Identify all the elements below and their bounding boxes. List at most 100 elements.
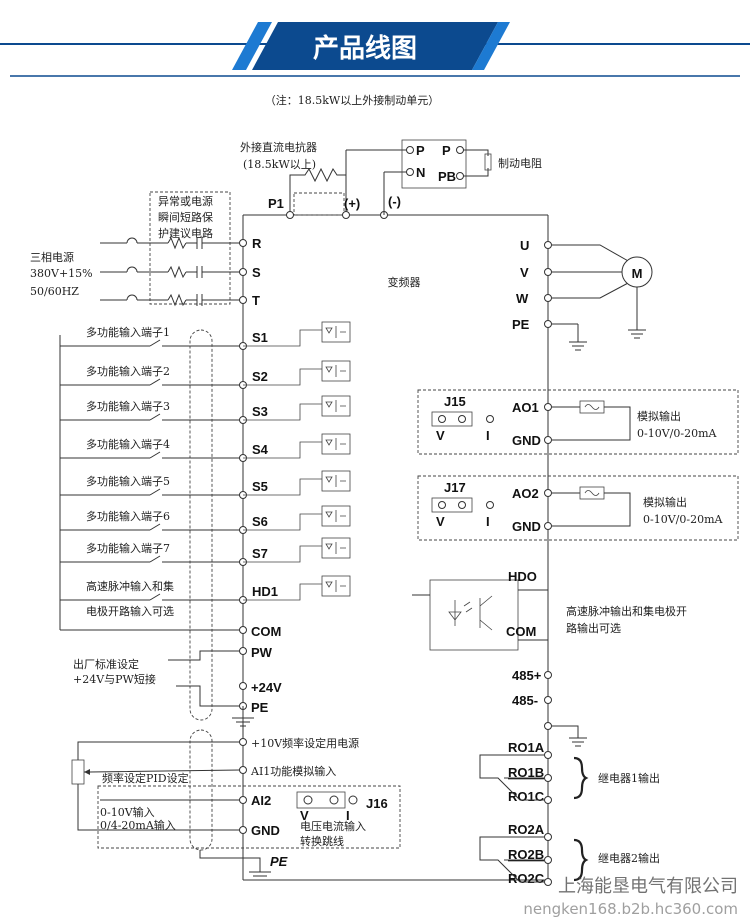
terminal-p1: P1 <box>268 196 284 211</box>
optocoupler-1 <box>321 321 351 343</box>
terminal-r: R <box>252 236 262 251</box>
watermark-url: nengken168.b2b.hc360.com <box>523 900 738 918</box>
input-row-7: 多功能输入端子7 S7 <box>60 537 351 566</box>
analog-output-1: J15 V I AO1 GND 模拟输出 0-10V/0-20mA <box>417 389 739 455</box>
relay-1: RO1A RO1B RO1C 继电器1输出 <box>479 740 660 804</box>
dc-reactor: 外接直流电抗器 (18.5kW以上) P1 (+) (-) <box>240 140 410 219</box>
brake-pb: PB <box>438 169 456 184</box>
input-switch-5 <box>60 488 240 496</box>
brake-n-left: N <box>416 165 425 180</box>
power-input: 三相电源 380V+15% 50/60HZ <box>30 236 262 308</box>
j16-desc-2: 转换跳线 <box>300 834 344 848</box>
optocoupler-7 <box>321 537 351 559</box>
reactor-label: 外接直流电抗器 <box>240 140 317 154</box>
terminal-pe-bottom: PE <box>270 854 288 869</box>
terminal-ro2c: RO2C <box>508 871 545 886</box>
power-label-3: 50/60HZ <box>30 285 79 298</box>
hdo-label-2: 路输出可选 <box>566 621 621 635</box>
terminal-w: W <box>516 291 529 306</box>
jumper-j16: J16 <box>366 796 388 811</box>
terminal-s7: S7 <box>252 546 268 561</box>
terminal-s2: S2 <box>252 369 268 384</box>
input-opto-wire-4 <box>243 441 322 459</box>
input-label-7: 多功能输入端子7 <box>86 541 170 555</box>
optocoupler-2 <box>321 360 351 382</box>
terminal-ro1c: RO1C <box>508 789 545 804</box>
input-opto-wire-2 <box>243 368 322 386</box>
optocoupler-symbol-7 <box>325 542 346 554</box>
optocoupler-symbol-1 <box>325 326 346 338</box>
input-switch-1 <box>60 339 240 347</box>
input-opto-wire-7 <box>243 545 322 563</box>
optocoupler-8 <box>321 575 351 597</box>
input-label-5: 多功能输入端子5 <box>86 474 170 488</box>
terminal-gnd-ao1: GND <box>512 433 541 448</box>
input-switch-7 <box>60 555 240 563</box>
terminal-ro2b: RO2B <box>508 847 544 862</box>
jumper-j17: J17 <box>444 480 466 495</box>
ai2-range-1: 0-10V输入 <box>100 805 155 819</box>
hdo-label-1: 高速脉冲输出和集电极开 <box>566 604 687 618</box>
optocoupler-symbol-4 <box>325 438 346 450</box>
header-banner: 产品线图 <box>0 22 750 77</box>
rs485: 485+ 485- <box>512 668 587 747</box>
ao1-label-1: 模拟输出 <box>637 409 681 423</box>
input-label-2: 多功能输入端子2 <box>86 364 170 378</box>
terminal-pw: PW <box>251 645 273 660</box>
inverter-label: 变频器 <box>388 275 421 289</box>
inverter-frame <box>242 214 549 881</box>
terminal-24v: +24V <box>251 680 282 695</box>
terminal-gnd-ao2: GND <box>512 519 541 534</box>
protection-line3: 护建议电路 <box>158 226 213 240</box>
brake-p-right: P <box>442 143 451 158</box>
terminal-485-minus: 485- <box>512 693 538 708</box>
brake-resistor-label: 制动电阻 <box>498 157 542 170</box>
terminal-minus: (-) <box>388 194 401 209</box>
input-switch-3 <box>60 413 240 421</box>
plus10v-label: +10V频率设定用电源 <box>251 736 359 750</box>
ai2-range-2: 0/4-20mA输入 <box>100 818 176 832</box>
terminal-ro1a: RO1A <box>508 740 545 755</box>
optocoupler-5 <box>321 470 351 492</box>
page-title: 产品线图 <box>313 34 417 64</box>
j16-i: I <box>346 808 350 823</box>
factory-line1: 出厂标准设定 <box>73 657 139 671</box>
input-row-5: 多功能输入端子5 S5 <box>60 470 351 499</box>
j17-i: I <box>486 514 490 529</box>
ai1-label: AI1功能模拟输入 <box>250 764 336 778</box>
input-label-3: 多功能输入端子3 <box>86 399 170 413</box>
ao2-label-2: 0-10V/0-20mA <box>643 513 724 526</box>
ao2-label-1: 模拟输出 <box>643 495 687 509</box>
j16-desc-1: 电压电流输入 <box>300 819 366 833</box>
header-note: （注：18.5kW以上外接制动单元） <box>265 93 439 107</box>
relay-2: RO2A RO2B RO2C 继电器2输出 <box>479 822 660 886</box>
input-switch-8 <box>60 593 240 601</box>
terminal-ro1b: RO1B <box>508 765 544 780</box>
analog-inputs: +10V频率设定用电源 AI1功能模拟输入 AI2 GND 频率设定PID设定 … <box>71 729 401 881</box>
protection-circuit: 异常或电源 瞬间短路保 护建议电路 <box>149 191 231 305</box>
pid-label: 频率设定PID设定 <box>102 771 189 785</box>
terminal-s5: S5 <box>252 479 268 494</box>
optocoupler-symbol-2 <box>325 365 346 377</box>
factory-line2: +24V与PW短接 <box>73 672 156 686</box>
terminal-ro2a: RO2A <box>508 822 545 837</box>
terminal-pe-motor: PE <box>512 317 530 332</box>
optocoupler-symbol-8 <box>325 580 346 592</box>
input-opto-wire-6 <box>243 513 322 531</box>
protection-line2: 瞬间短路保 <box>158 210 213 224</box>
brake-p-left: P <box>416 143 425 158</box>
power-label-2: 380V+15% <box>30 267 93 280</box>
terminal-gnd-analog: GND <box>251 823 280 838</box>
input-label-4: 多功能输入端子4 <box>86 437 170 451</box>
input-switch-2 <box>60 378 240 386</box>
jumper-j15: J15 <box>444 394 466 409</box>
optocoupler-6 <box>321 505 351 527</box>
ao1-label-2: 0-10V/0-20mA <box>637 427 718 440</box>
terminal-hd1: HD1 <box>252 584 278 599</box>
